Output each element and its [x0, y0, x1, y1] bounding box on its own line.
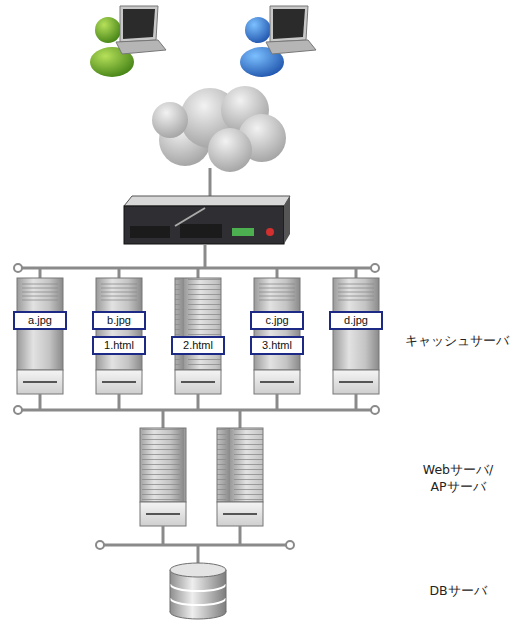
database-cylinder [170, 563, 226, 619]
tier-label: キャッシュサーバ [405, 332, 509, 349]
file-box: b.jpg [92, 311, 146, 330]
load-balancer [124, 196, 290, 244]
network-bus [14, 264, 379, 278]
file-box: 2.html [171, 336, 225, 355]
file-box: d.jpg [329, 311, 383, 330]
user-blue [240, 6, 316, 77]
file-name: d.jpg [344, 314, 368, 327]
file-name: 2.html [183, 339, 213, 352]
network-bus [96, 526, 294, 566]
cache-servers [17, 278, 379, 394]
network-bus [14, 394, 379, 428]
file-name: c.jpg [265, 314, 288, 327]
file-name: b.jpg [107, 314, 131, 327]
wire [209, 168, 212, 196]
internet-cloud [152, 86, 286, 172]
file-name: 1.html [104, 339, 134, 352]
user-green [90, 6, 166, 77]
file-name: a.jpg [28, 314, 52, 327]
tier-label: Webサーバ/ APサーバ [410, 461, 506, 495]
server-tower [217, 428, 263, 526]
server-tower [17, 278, 63, 394]
wire [204, 244, 207, 268]
file-box: 3.html [250, 336, 304, 355]
web-ap-servers [140, 428, 263, 526]
file-box: a.jpg [13, 311, 67, 330]
file-name: 3.html [262, 339, 292, 352]
file-box: c.jpg [250, 311, 304, 330]
tier-label: DBサーバ [429, 582, 486, 599]
file-box: 1.html [92, 336, 146, 355]
server-tower [140, 428, 186, 526]
server-tower [333, 278, 379, 394]
